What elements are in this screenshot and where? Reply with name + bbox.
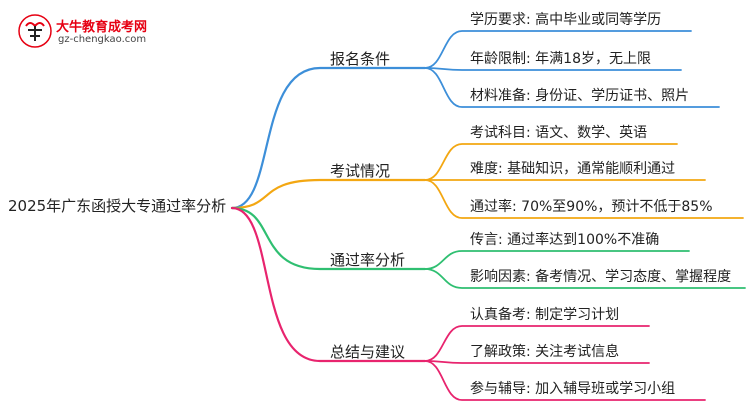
edge-branch-leaf <box>424 143 678 181</box>
leaf-difficulty: 难度: 基础知识，通常能顺利通过 <box>470 161 676 177</box>
edge-root-branch <box>230 66 427 210</box>
bull-logo-icon <box>18 14 52 48</box>
site-logo: 大牛教育成考网 gz-chengkao.com <box>18 10 168 54</box>
edge-branch-leaf <box>424 360 706 401</box>
edge-branch-leaf <box>424 268 746 289</box>
edge-root-branch <box>230 206 427 271</box>
branch-pass-rate: 通过率分析 <box>330 251 406 269</box>
logo-url: gz-chengkao.com <box>58 34 147 45</box>
edge-root-branch <box>230 206 427 363</box>
leaf-policy: 了解政策: 关注考试信息 <box>470 344 620 360</box>
leaf-tutoring: 参与辅导: 加入辅导班或学习小组 <box>470 381 676 397</box>
branch-registration: 报名条件 <box>330 50 391 68</box>
leaf-rumor: 传言: 通过率达到100%不准确 <box>470 232 660 248</box>
branch-summary: 总结与建议 <box>330 343 406 361</box>
logo-title: 大牛教育成考网 <box>56 20 148 35</box>
leaf-factors: 影响因素: 备考情况、学习态度、掌握程度 <box>470 269 732 285</box>
edge-branch-leaf <box>424 67 682 71</box>
leaf-age-limit: 年龄限制: 年满18岁，无上限 <box>470 51 651 67</box>
edge-branch-leaf <box>424 179 744 219</box>
root-topic: 2025年广东函授大专通过率分析 <box>8 197 227 215</box>
leaf-education-requirement: 学历要求: 高中毕业或同等学历 <box>470 12 662 28</box>
edge-branch-leaf <box>424 250 690 270</box>
edge-branch-leaf <box>424 30 692 69</box>
leaf-exam-subjects: 考试科目: 语文、数学、英语 <box>470 125 648 141</box>
leaf-materials: 材料准备: 身份证、学历证书、照片 <box>470 88 690 104</box>
edge-branch-leaf <box>424 360 650 364</box>
edge-branch-leaf <box>424 325 650 362</box>
edge-branch-leaf <box>424 67 720 108</box>
edge-root-branch <box>230 178 427 210</box>
leaf-pass-rate: 通过率: 70%至90%，预计不低于85% <box>470 199 713 215</box>
leaf-prepare: 认真备考: 制定学习计划 <box>470 307 620 323</box>
branch-exam: 考试情况 <box>330 162 391 180</box>
